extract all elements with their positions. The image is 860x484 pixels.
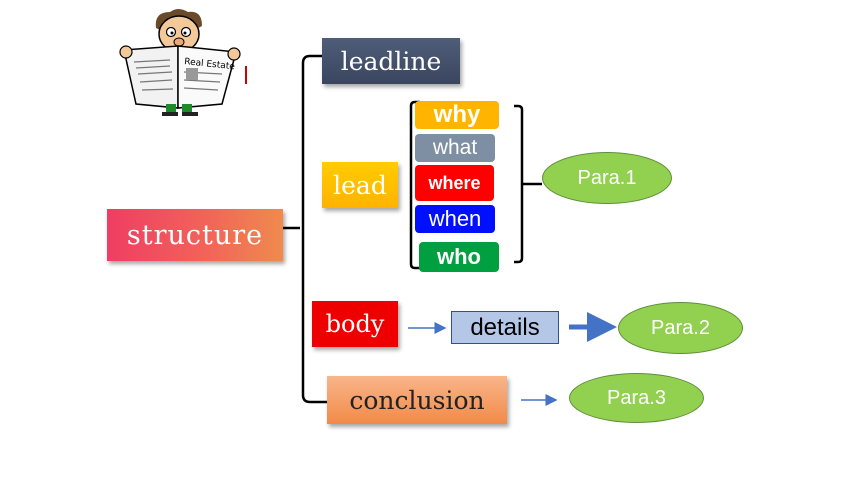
five-w-right-bracket: [514, 104, 542, 264]
what-label: what: [415, 134, 495, 162]
conclusion-node: conclusion: [327, 376, 507, 424]
when-label: when: [415, 205, 495, 233]
para-2-ellipse: Para.2: [618, 302, 743, 354]
why-label: why: [415, 101, 499, 129]
main-bracket: [283, 54, 327, 404]
who-label: who: [419, 242, 499, 272]
lead-node: lead: [322, 162, 398, 208]
structure-node: structure: [107, 209, 283, 261]
leadline-node: leadline: [322, 38, 460, 84]
para-1-ellipse: Para.1: [542, 152, 672, 204]
body-node: body: [312, 301, 398, 347]
where-label: where: [415, 165, 494, 201]
para-3-ellipse: Para.3: [569, 373, 704, 423]
details-node: details: [451, 311, 559, 344]
newspaper-reader-icon: Real Estate: [119, 9, 241, 116]
red-mark: [245, 66, 247, 84]
five-w-left-bracket: [409, 100, 420, 270]
